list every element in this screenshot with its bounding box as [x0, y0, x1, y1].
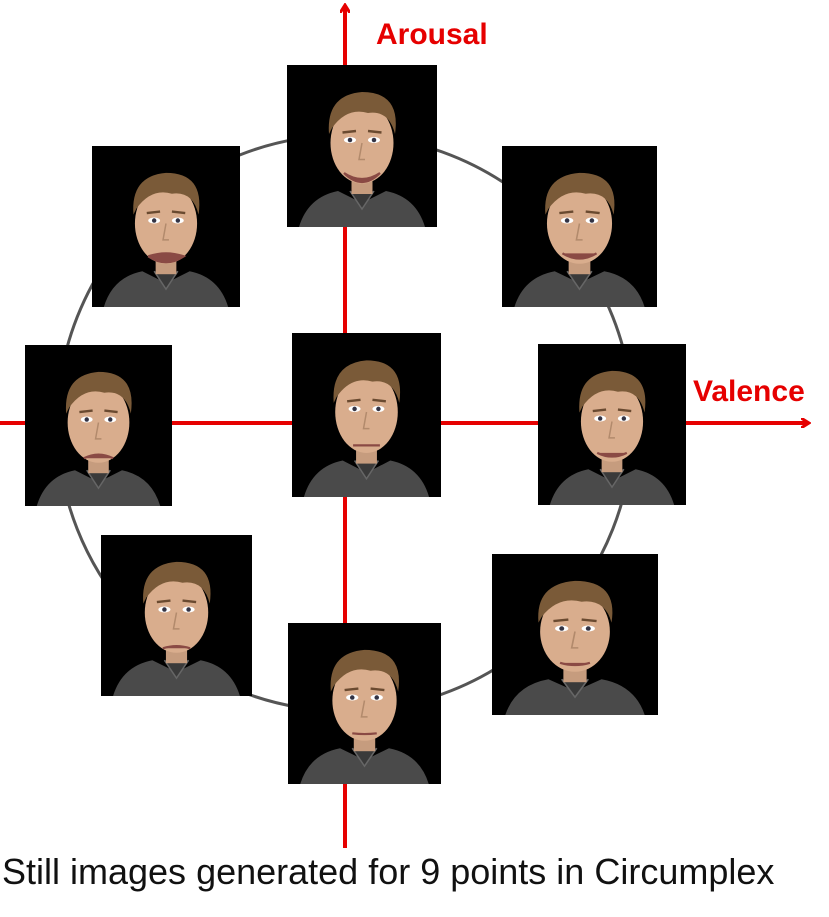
hair-shape	[579, 370, 646, 413]
mouth-shape	[596, 451, 628, 458]
face-image-top-right	[502, 146, 657, 307]
figure-caption: Still images generated for 9 points in C…	[2, 851, 775, 892]
hair-shape	[545, 172, 615, 215]
hair-shape	[65, 371, 132, 414]
face-image-right	[538, 344, 686, 505]
hair-shape	[328, 92, 396, 134]
hair-shape	[330, 649, 399, 692]
head-shape	[144, 572, 209, 653]
mouth-shape	[83, 453, 114, 460]
hair-shape	[143, 561, 211, 604]
mouth-shape	[352, 732, 377, 736]
head-shape	[540, 591, 610, 672]
head-shape	[332, 660, 397, 741]
face-image-bottom-left	[101, 535, 252, 696]
mouth-shape	[561, 252, 598, 260]
face-image-bottom-right	[492, 554, 658, 715]
head-shape	[335, 370, 398, 453]
face-image-bottom	[288, 623, 441, 784]
valence-axis-label: Valence	[693, 375, 805, 408]
hair-shape	[133, 172, 200, 215]
face-image-top-left	[92, 146, 240, 307]
mouth-shape	[147, 252, 187, 264]
face-image-center	[292, 333, 441, 497]
face-image-left	[25, 345, 172, 506]
mouth-shape	[559, 661, 591, 667]
mouth-shape	[343, 172, 381, 184]
face-image-top	[287, 65, 437, 227]
hair-shape	[538, 580, 613, 623]
mouth-shape	[162, 644, 191, 650]
hair-shape	[333, 360, 401, 403]
arousal-axis-label: Arousal	[376, 18, 488, 51]
